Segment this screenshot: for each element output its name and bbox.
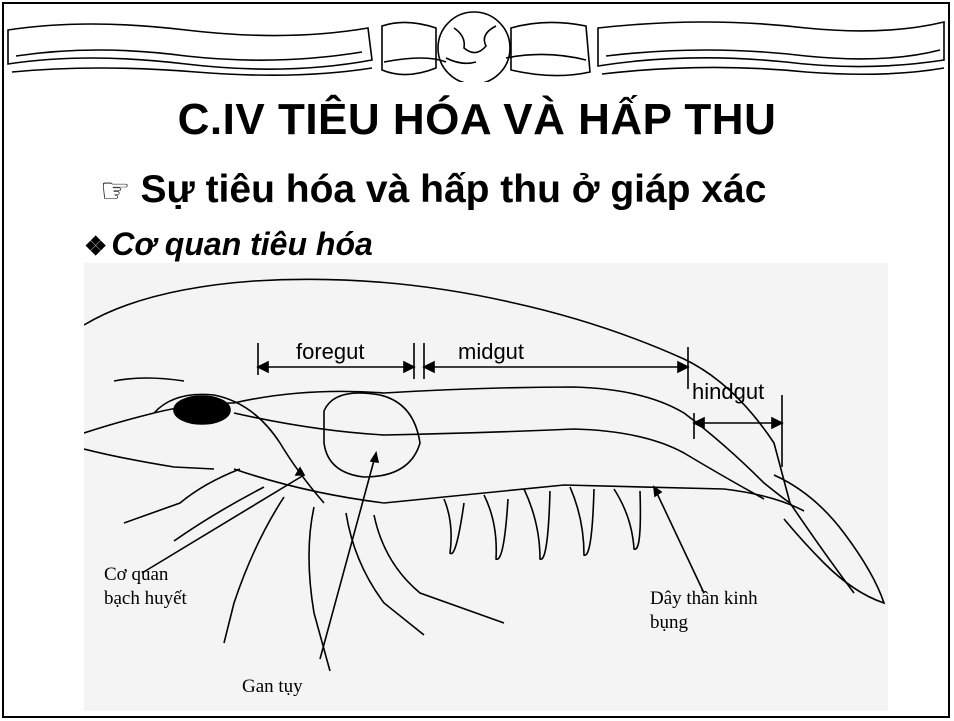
slide-subtitle: ☞ Sự tiêu hóa và hấp thu ở giáp xác [100, 168, 766, 212]
lymph-organ-line-2: bạch huyết [104, 587, 187, 611]
lymph-organ-label: Cơ quan bạch huyết [104, 563, 187, 611]
hindgut-label: hindgut [692, 379, 764, 405]
foregut-label: foregut [296, 339, 365, 365]
nerve-cord-line-2: bụng [650, 611, 758, 635]
bullet-heading: ❖Cơ quan tiêu hóa [84, 226, 373, 263]
bullet-text: Cơ quan tiêu hóa [111, 226, 372, 262]
shrimp-drawing [84, 263, 888, 711]
diamond-bullet-icon: ❖ [84, 231, 107, 261]
nerve-cord-label: Dây thần kinh bụng [650, 587, 758, 635]
lymph-organ-line-1: Cơ quan [104, 563, 187, 587]
midgut-label: midgut [458, 339, 524, 365]
decorative-banner [6, 6, 948, 82]
shrimp-anatomy-figure: foregut midgut hindgut Cơ quan bạch huyế… [84, 263, 888, 711]
pointing-hand-icon: ☞ [100, 172, 130, 210]
hepatopancreas-label: Gan tụy [242, 675, 303, 699]
nerve-cord-line-1: Dây thần kinh [650, 587, 758, 611]
slide-title: C.IV TIÊU HÓA VÀ HẤP THU [0, 95, 954, 145]
subtitle-text: Sự tiêu hóa và hấp thu ở giáp xác [140, 168, 766, 211]
